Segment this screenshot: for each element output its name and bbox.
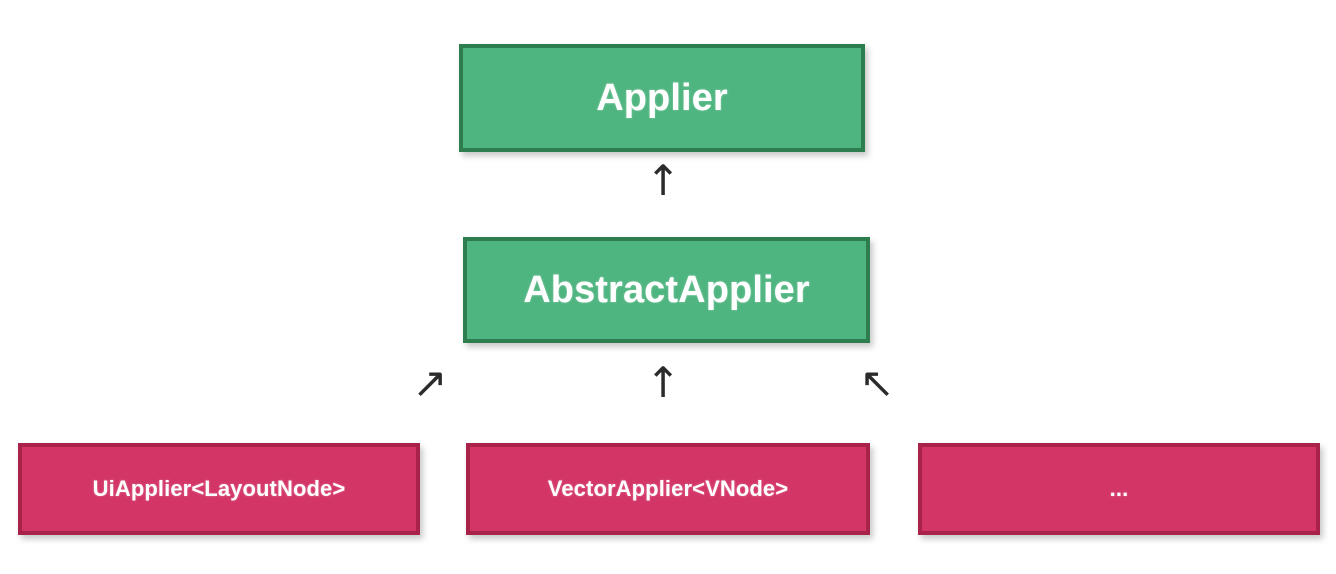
arrow-up-right-icon-ui-to-abstract: ↗ <box>412 358 448 407</box>
node-vector-applier[interactable]: VectorApplier<VNode> <box>466 443 870 535</box>
node-ui-applier[interactable]: UiApplier<LayoutNode> <box>18 443 420 535</box>
node-other-appliers[interactable]: ... <box>918 443 1320 535</box>
node-abstract-applier[interactable]: AbstractApplier <box>463 237 870 343</box>
node-applier[interactable]: Applier <box>459 44 865 152</box>
arrow-up-icon-abstract-to-applier: ↑ <box>645 156 681 205</box>
arrow-up-left-icon-other-to-abstract: ↖ <box>859 358 895 407</box>
arrow-up-icon-vector-to-abstract: ↑ <box>645 358 681 407</box>
